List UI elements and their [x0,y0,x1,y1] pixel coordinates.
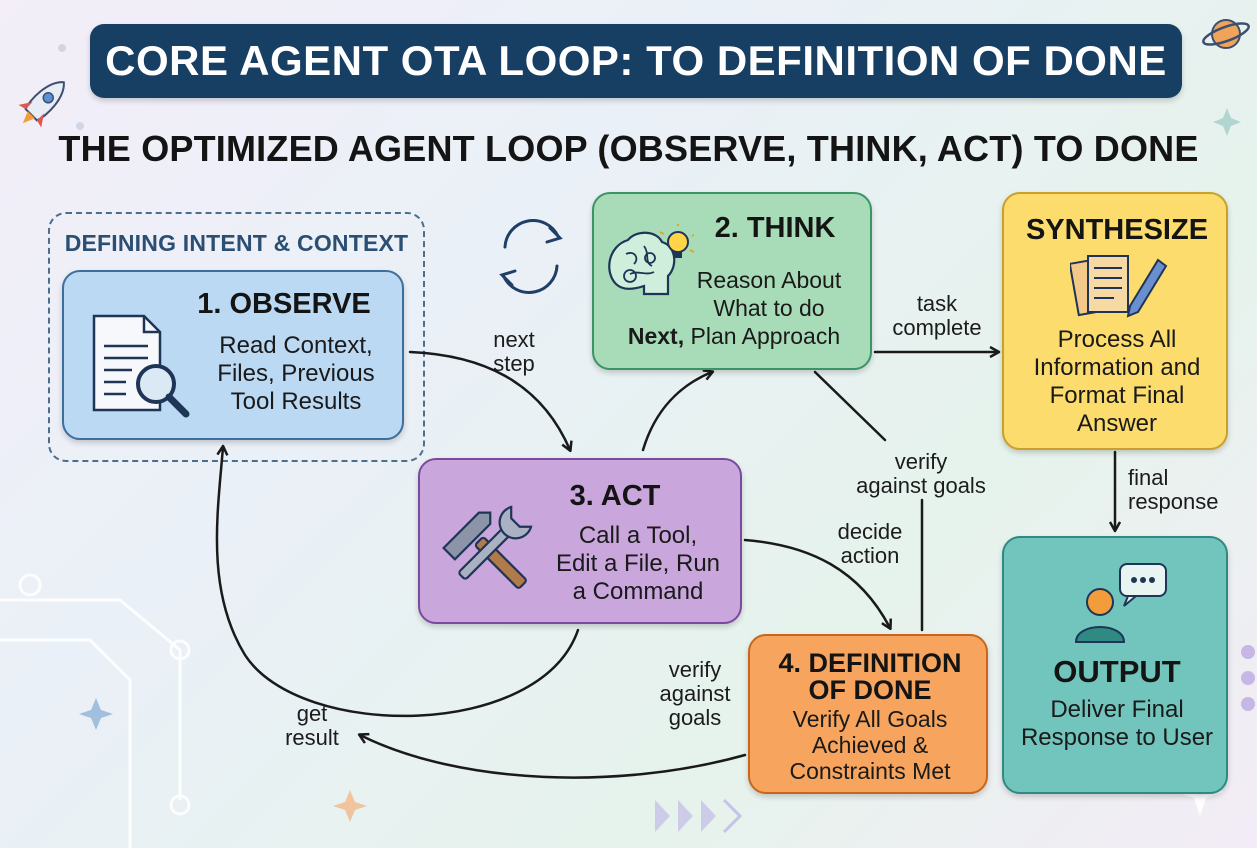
document-search-icon [92,314,190,418]
synthesize-body-line: Answer [1076,410,1158,437]
think-body-bold: Next, [627,323,685,349]
edge-label-line: decide [837,519,903,544]
edge-label-task-complete: task complete [884,292,990,340]
think-node: 2. THINK Reason About What to do Next, P… [592,192,872,370]
brain-lightbulb-icon [608,224,694,296]
done-body-line: Achieved & [811,732,929,758]
output-body-line: Deliver Final [1050,696,1184,723]
edge-label-line: next [493,327,535,352]
intent-context-label: DEFINING INTENT & CONTEXT [64,230,409,256]
arrow-act-to-observe [215,447,580,718]
done-title: 4. DEFINITION OF DONE [750,650,990,704]
output-body-line: Response to User [1020,724,1214,751]
user-chat-icon [1074,563,1167,643]
arrow-done-to-getresult [360,735,747,779]
header-banner: CORE AGENT OTA LOOP: TO DEFINITION OF DO… [90,24,1182,98]
think-body-line: What to do [713,295,825,321]
synthesize-node: SYNTHESIZE Process All Information and F… [1002,192,1228,450]
intent-context-group [48,212,425,462]
act-title: 3. ACT [569,480,661,512]
observe-title: 1. OBSERVE [197,288,371,320]
done-body-line: Verify All Goals [792,706,948,732]
done-body: Verify All Goals Achieved & Constraints … [750,706,990,784]
edge-label-line: against goals [856,473,986,498]
arrow-observe-to-act [408,350,570,450]
synthesize-body-line: Format Final [1049,382,1185,409]
observe-body-line: Read Context, [219,332,373,359]
arrow-act-to-think [641,372,712,452]
think-body: Reason About What to do [666,266,872,322]
edge-label-line: complete [892,315,982,340]
edge-label-line: verify [894,449,948,474]
rocket-icon [18,81,65,128]
planet-icon [1202,19,1250,49]
done-body-line: Constraints Met [789,758,951,784]
synthesize-body-line: Information and [1033,354,1201,381]
output-title: OUTPUT [1053,654,1181,689]
edge-label-line: get [296,701,328,726]
think-body-line: Reason About [696,267,842,293]
definition-of-done-node: 4. DEFINITION OF DONE Verify All Goals A… [748,634,988,794]
think-body-last-line: Next, Plan Approach [604,322,864,350]
synthesize-title: SYNTHESIZE [1025,214,1209,246]
edge-label-final-response: final response [1128,466,1238,514]
act-node: 3. ACT Call a Tool, Edit a File, Run a C… [418,458,742,624]
edge-label-next-step: next step [476,328,552,376]
edge-label-line: task [916,291,958,316]
edge-label-line: against [659,681,731,706]
done-title-line: OF DONE [808,675,932,705]
edge-label-line: action [840,543,900,568]
arrow-think-to-done [813,370,887,442]
observe-body-line: Files, Previous [217,360,375,387]
done-title-line: 4. DEFINITION [778,648,962,678]
edge-label-line: goals [668,705,722,730]
synthesize-body-line: Process All [1057,326,1177,353]
edge-label-line: step [493,351,535,376]
act-body-line: Edit a File, Run [555,550,721,577]
edge-label-get-result: get result [272,702,352,750]
edge-label-verify-against-goals-think: verify against goals [840,450,1002,498]
output-node: OUTPUT Deliver Final Response to User [1002,536,1228,794]
synthesize-body: Process All Information and Format Final… [1004,326,1230,438]
refresh-cycle-icon [499,219,563,294]
sparkle-icon [79,698,113,730]
edge-label-line: verify [668,657,722,682]
hammer-wrench-icon [442,505,533,589]
act-body-line: a Command [572,578,704,605]
observe-node: 1. OBSERVE Read Context, Files, Previous… [62,270,404,440]
documents-pen-icon [1070,255,1168,318]
arrow-act-to-done [743,538,890,628]
observe-body: Read Context, Files, Previous Tool Resul… [196,332,396,416]
observe-body-line: Tool Results [230,388,362,415]
edge-label-line: final [1128,465,1169,490]
act-body-line: Call a Tool, [578,522,698,549]
edge-label-line: result [285,725,339,750]
edge-label-decide-action: decide action [822,520,918,568]
think-title: 2. THINK [714,212,836,244]
output-body: Deliver Final Response to User [1004,696,1230,752]
edge-label-verify-against-goals-done: verify against goals [650,658,740,730]
header-title: CORE AGENT OTA LOOP: TO DEFINITION OF DO… [105,37,1167,84]
act-body: Call a Tool, Edit a File, Run a Command [538,522,738,606]
diagram-subtitle: THE OPTIMIZED AGENT LOOP (OBSERVE, THINK… [58,128,1199,169]
edge-label-line: response [1128,489,1219,514]
think-body-tail: Plan Approach [684,323,841,349]
